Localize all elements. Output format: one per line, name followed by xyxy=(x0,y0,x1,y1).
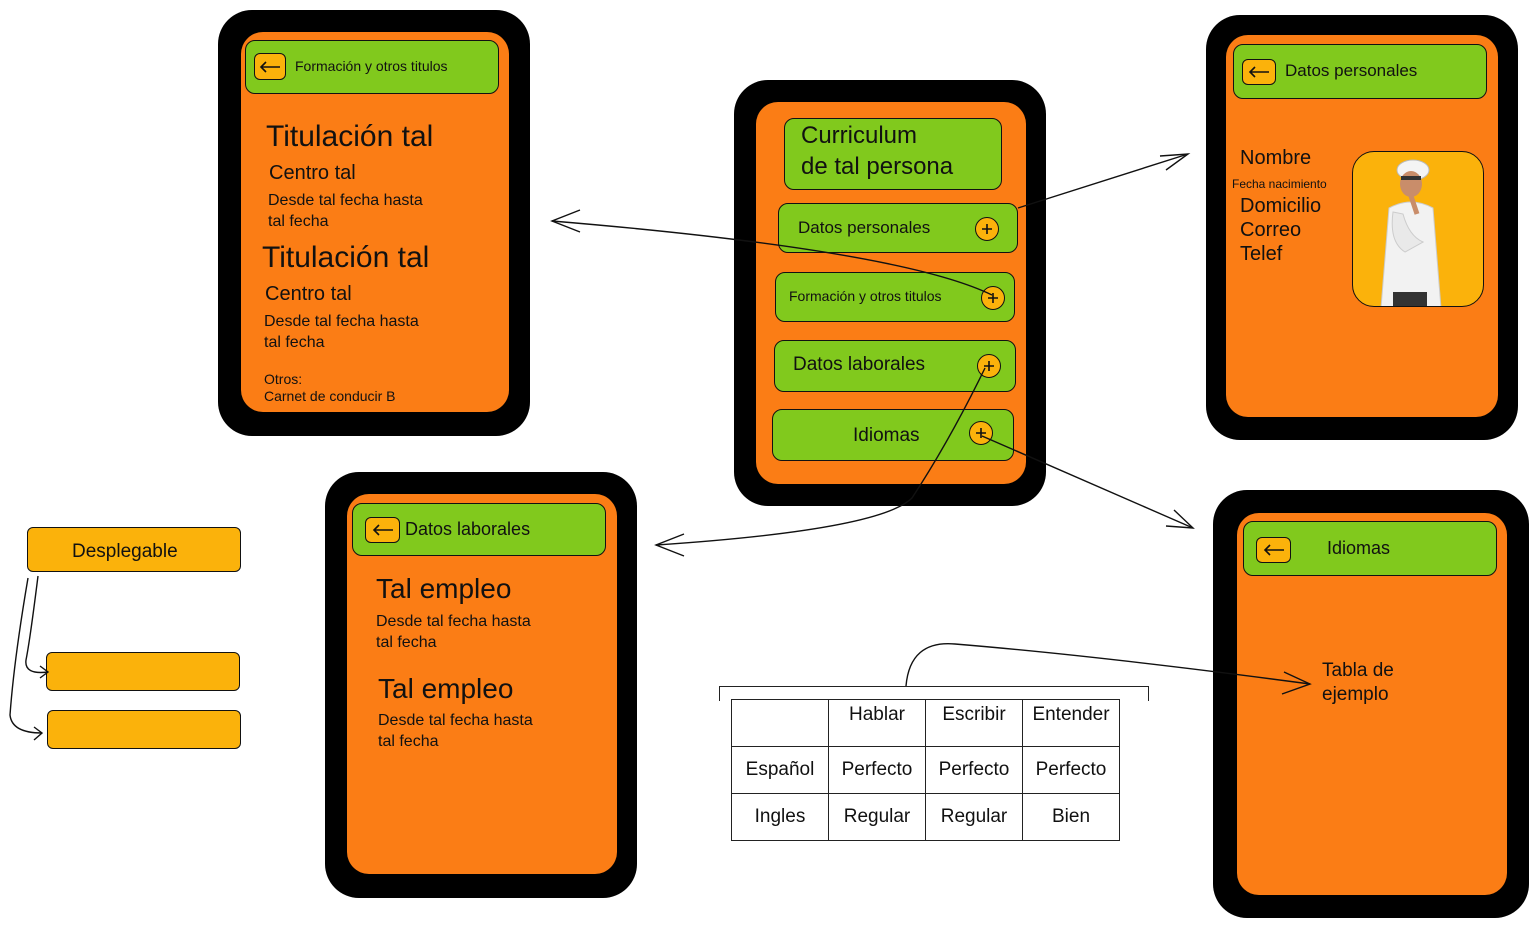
language-table-frame xyxy=(719,686,1149,701)
nombre-label: Nombre xyxy=(1240,147,1312,169)
dropdown-label: Desplegable xyxy=(72,541,178,562)
main-title-box: Curriculum de tal persona xyxy=(784,118,1002,190)
plus-icon[interactable] xyxy=(977,354,1001,378)
header-formacion: Formación y otros titulos xyxy=(245,40,499,94)
phone-laborales: Datos laborales Tal empleo Desde tal fec… xyxy=(325,472,637,898)
date-text: Desde tal fecha hasta xyxy=(376,613,531,630)
button-label: Datos laborales xyxy=(793,354,926,375)
arrow-left-icon xyxy=(1263,544,1284,556)
back-button[interactable] xyxy=(365,517,400,543)
tabla-note-line1: Tabla de xyxy=(1322,660,1394,681)
arrow-left-icon xyxy=(372,524,393,536)
table-cell: Español xyxy=(731,746,829,794)
date-text: tal fecha xyxy=(378,733,439,750)
table-cell xyxy=(731,699,829,747)
main-title-line2: de tal persona xyxy=(801,153,954,180)
arrow-to-tabla xyxy=(905,643,1311,687)
centro-text: Centro tal xyxy=(269,162,356,184)
arrow-left-icon xyxy=(259,60,280,73)
header-idiomas: Idiomas xyxy=(1243,521,1497,576)
header-personales: Datos personales xyxy=(1233,44,1487,99)
dropdown-option[interactable] xyxy=(47,710,241,749)
date-text: Desde tal fecha hasta xyxy=(264,313,419,330)
back-button[interactable] xyxy=(254,53,286,80)
date-text: tal fecha xyxy=(376,634,437,651)
table-row: Ingles Regular Regular Bien xyxy=(731,793,1120,841)
language-table: Hablar Escribir Entender Español Perfect… xyxy=(731,699,1120,841)
screen-main: Curriculum de tal persona Datos personal… xyxy=(756,102,1026,484)
plus-icon[interactable] xyxy=(981,286,1005,310)
datos-personales-button[interactable]: Datos personales xyxy=(778,203,1018,253)
table-row: Español Perfecto Perfecto Perfecto xyxy=(731,746,1120,794)
arrow-to-personales xyxy=(1017,153,1189,209)
plus-icon[interactable] xyxy=(975,217,999,241)
dropdown-button[interactable]: Desplegable xyxy=(27,527,241,572)
otros-label: Otros: xyxy=(264,371,303,387)
arrow-to-idiomas xyxy=(981,435,1194,529)
plus-icon[interactable] xyxy=(969,421,993,445)
phone-idiomas: Idiomas Tabla de ejemplo xyxy=(1213,490,1529,918)
titulacion-title: Titulación tal xyxy=(262,241,430,274)
phone-main: Curriculum de tal persona Datos personal… xyxy=(734,80,1046,506)
centro-text: Centro tal xyxy=(265,283,352,305)
empleo-title: Tal empleo xyxy=(378,673,514,704)
arrow-to-formacion xyxy=(551,220,993,296)
date-text: Desde tal fecha hasta xyxy=(268,192,423,209)
arrow-to-option xyxy=(9,577,43,734)
arrow-to-option xyxy=(25,575,49,674)
table-cell: Perfecto xyxy=(1022,746,1120,794)
dropdown-option[interactable] xyxy=(46,652,240,691)
phone-formacion: Formación y otros titulos Titulación tal… xyxy=(218,10,530,436)
formacion-button[interactable]: Formación y otros titulos xyxy=(775,272,1015,322)
arrow-to-laborales xyxy=(655,367,986,546)
date-text: tal fecha xyxy=(264,334,325,351)
table-cell: Regular xyxy=(925,793,1023,841)
header-title: Datos personales xyxy=(1285,61,1418,80)
datos-laborales-button[interactable]: Datos laborales xyxy=(774,340,1016,392)
header-laborales: Datos laborales xyxy=(352,503,606,556)
screen-formacion: Formación y otros titulos Titulación tal… xyxy=(241,32,509,412)
idiomas-button[interactable]: Idiomas xyxy=(772,409,1014,461)
table-cell: Escribir xyxy=(925,699,1023,747)
correo-label: Correo xyxy=(1240,219,1302,241)
tabla-note-line2: ejemplo xyxy=(1322,684,1389,705)
telef-label: Telef xyxy=(1240,243,1283,265)
header-title: Formación y otros titulos xyxy=(295,58,448,74)
screen-laborales: Datos laborales Tal empleo Desde tal fec… xyxy=(347,494,617,874)
screen-personales: Datos personales Nombre Fecha nacimiento… xyxy=(1226,35,1498,417)
table-cell: Bien xyxy=(1022,793,1120,841)
screen-idiomas: Idiomas Tabla de ejemplo xyxy=(1237,513,1507,895)
phone-personales: Datos personales Nombre Fecha nacimiento… xyxy=(1206,15,1518,440)
header-title: Datos laborales xyxy=(405,519,531,539)
table-cell: Ingles xyxy=(731,793,829,841)
button-label: Datos personales xyxy=(798,218,931,237)
otros-value: Carnet de conducir B xyxy=(264,388,396,404)
domicilio-label: Domicilio xyxy=(1240,195,1322,217)
button-label: Idiomas xyxy=(853,425,920,446)
titulacion-title: Titulación tal xyxy=(266,120,434,153)
back-button[interactable] xyxy=(1256,537,1291,563)
date-text: Desde tal fecha hasta xyxy=(378,712,533,729)
table-cell: Regular xyxy=(828,793,926,841)
person-photo-icon xyxy=(1352,151,1484,307)
arrow-left-icon xyxy=(1248,66,1269,78)
main-title-line1: Curriculum xyxy=(801,122,918,149)
back-button[interactable] xyxy=(1242,59,1276,85)
date-text: tal fecha xyxy=(268,213,329,230)
header-title: Idiomas xyxy=(1327,538,1391,558)
fecha-label: Fecha nacimiento xyxy=(1232,177,1327,191)
button-label: Formación y otros titulos xyxy=(789,288,942,304)
empleo-title: Tal empleo xyxy=(376,573,512,604)
